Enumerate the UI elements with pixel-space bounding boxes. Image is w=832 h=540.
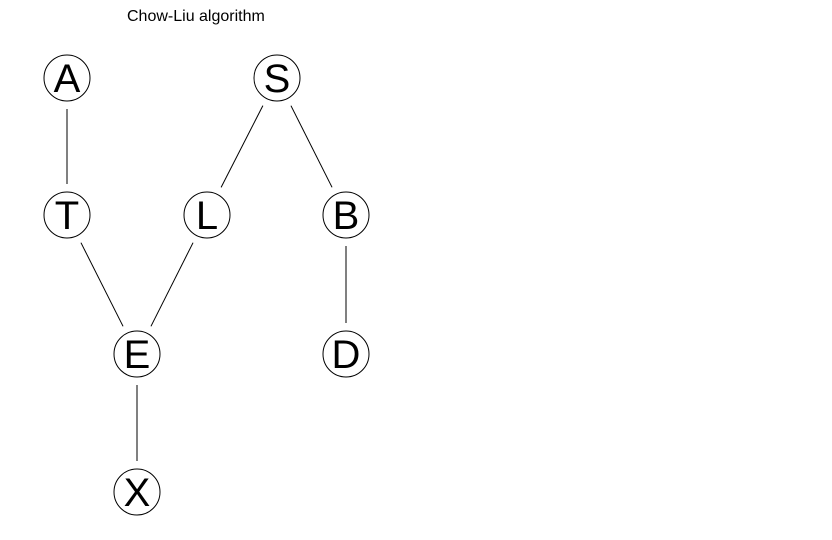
node-label-s: S bbox=[264, 57, 291, 101]
node-label-e: E bbox=[124, 333, 151, 377]
node-label-t: T bbox=[55, 194, 79, 238]
diagram-title: Chow-Liu algorithm bbox=[127, 8, 265, 25]
edge-s-l bbox=[220, 105, 264, 188]
node-label-x: X bbox=[124, 471, 151, 515]
node-b: B bbox=[322, 191, 370, 239]
node-t: T bbox=[43, 191, 91, 239]
edge-l-e bbox=[150, 242, 194, 327]
node-circle-l bbox=[183, 191, 231, 239]
node-label-a: A bbox=[54, 57, 81, 101]
nodes-layer: A S T L B E D X bbox=[43, 54, 370, 516]
node-label-l: L bbox=[196, 194, 218, 238]
edge-s-b bbox=[290, 105, 333, 188]
edge-t-e bbox=[80, 242, 124, 327]
node-circle-e bbox=[113, 330, 161, 378]
node-circle-a bbox=[43, 54, 91, 102]
node-circle-x bbox=[113, 468, 161, 516]
node-circle-d bbox=[322, 330, 370, 378]
edges-layer bbox=[66, 105, 347, 461]
node-label-d: D bbox=[332, 333, 361, 377]
node-d: D bbox=[322, 330, 370, 378]
node-s: S bbox=[253, 54, 301, 102]
node-label-b: B bbox=[333, 194, 360, 238]
node-l: L bbox=[183, 191, 231, 239]
node-circle-s bbox=[253, 54, 301, 102]
node-x: X bbox=[113, 468, 161, 516]
node-e: E bbox=[113, 330, 161, 378]
node-a: A bbox=[43, 54, 91, 102]
node-circle-t bbox=[43, 191, 91, 239]
node-circle-b bbox=[322, 191, 370, 239]
